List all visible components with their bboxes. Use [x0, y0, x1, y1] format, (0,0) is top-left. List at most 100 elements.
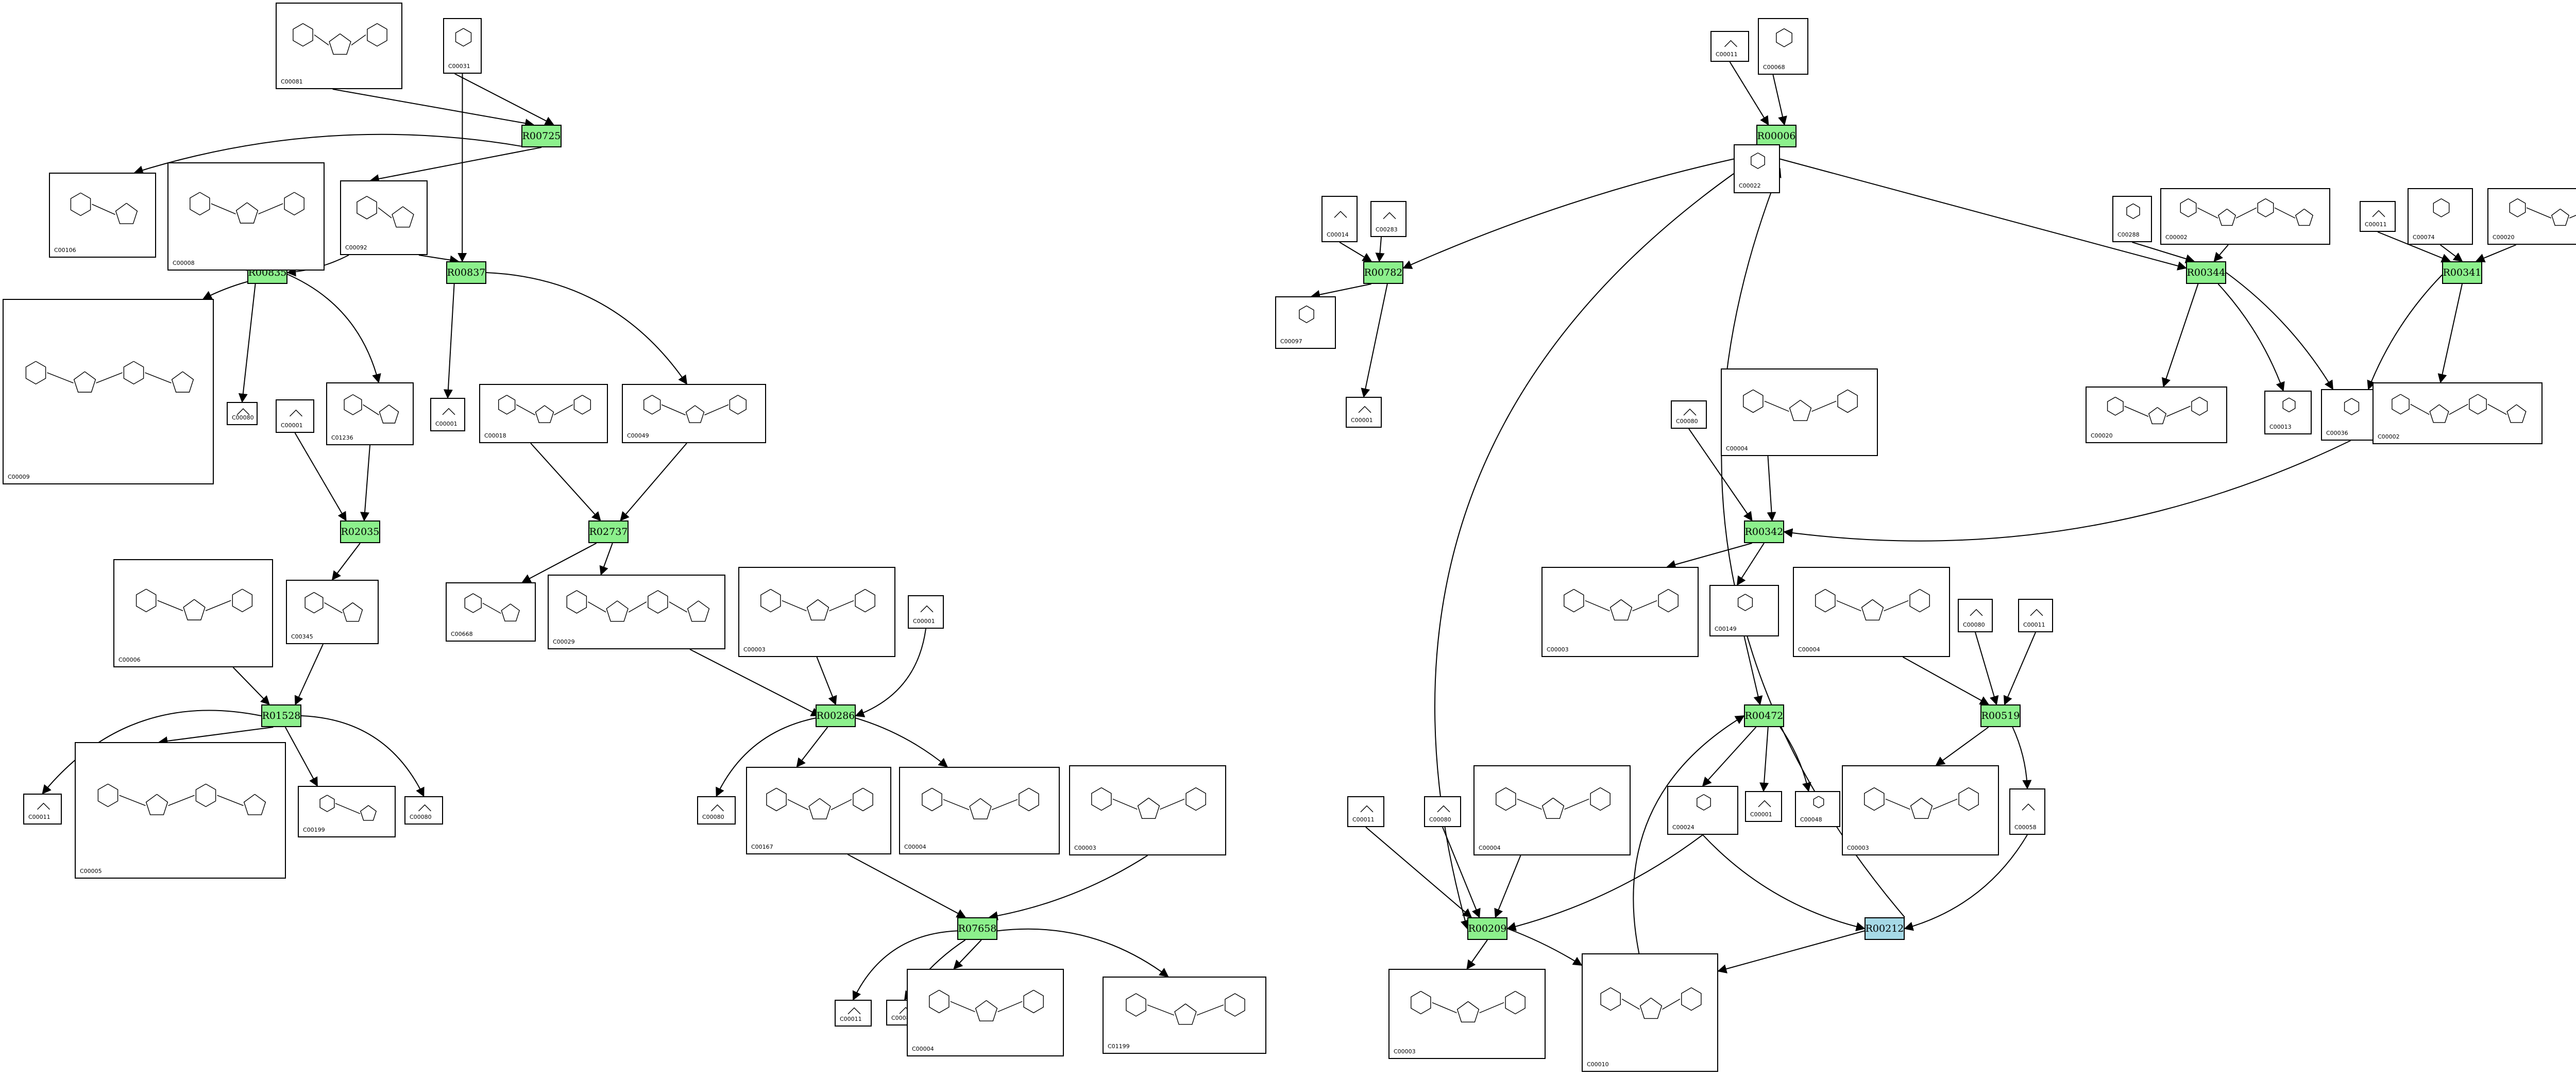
compound-node-C00022[interactable]: C00022 [1734, 144, 1780, 193]
edge-r11-to-c46 [2217, 283, 2285, 392]
compound-id-label: C00001 [913, 618, 935, 625]
compound-id-label: C00080 [410, 814, 432, 820]
compound-node-C00288[interactable]: C00288 [2112, 196, 2152, 242]
compound-id-label: C00009 [8, 474, 30, 480]
compound-node-C00003[interactable]: C00003 [1541, 567, 1699, 657]
compound-node-C00024[interactable]: C00024 [1667, 786, 1738, 835]
compound-id-label: C00003 [1847, 845, 1869, 851]
compound-node-C00097[interactable]: C00097 [1275, 296, 1336, 349]
compound-id-label: C00011 [1352, 816, 1375, 823]
compound-node-C00004[interactable]: C00004 [1793, 567, 1950, 657]
edge-r7-to-c24 [796, 727, 828, 768]
structure-drawing [1600, 987, 1702, 1019]
reaction-node-R02035[interactable]: R02035 [340, 520, 380, 543]
reaction-node-R02737[interactable]: R02737 [588, 520, 629, 543]
compound-node-C00005[interactable]: C00005 [75, 742, 286, 879]
reaction-node-R00212[interactable]: R00212 [1865, 917, 1905, 940]
compound-node-C00106[interactable]: C00106 [49, 173, 156, 258]
compound-node-C00004[interactable]: C00004 [1473, 765, 1631, 855]
compound-node-C00283[interactable]: C00283 [1370, 201, 1406, 237]
compound-node-C00080[interactable]: C00080 [1671, 400, 1707, 429]
compound-node-C01199[interactable]: C01199 [1103, 977, 1266, 1054]
compound-node-C00080[interactable]: C00080 [404, 796, 443, 825]
compound-node-C01236[interactable]: C01236 [326, 382, 414, 445]
compound-node-C00167[interactable]: C00167 [746, 767, 891, 854]
reaction-node-R00837[interactable]: R00837 [446, 261, 486, 284]
compound-node-C00029[interactable]: C00029 [548, 575, 725, 649]
compound-node-C00009[interactable]: C00009 [3, 299, 214, 484]
compound-node-C00020[interactable]: C00020 [2487, 188, 2576, 245]
compound-node-C00011[interactable]: C00011 [835, 1000, 872, 1027]
compound-node-C00004[interactable]: C00004 [907, 969, 1064, 1056]
compound-node-C00080[interactable]: C00080 [697, 796, 736, 825]
reaction-node-R00342[interactable]: R00342 [1744, 520, 1784, 543]
compound-node-C00004[interactable]: C00004 [899, 767, 1060, 854]
compound-node-C00068[interactable]: C00068 [1758, 18, 1808, 75]
compound-node-C00031[interactable]: C00031 [443, 18, 482, 74]
reaction-node-R00782[interactable]: R00782 [1363, 261, 1403, 284]
compound-node-C00003[interactable]: C00003 [1388, 969, 1546, 1059]
reaction-node-R00344[interactable]: R00344 [2186, 261, 2226, 284]
compound-node-C00080[interactable]: C00080 [227, 402, 258, 425]
structure-drawing [1743, 389, 1858, 421]
reaction-node-R00341[interactable]: R00341 [2442, 261, 2482, 284]
reaction-node-R00472[interactable]: R00472 [1744, 704, 1784, 727]
reaction-node-R00725[interactable]: R00725 [521, 125, 562, 147]
compound-node-C00001[interactable]: C00001 [1346, 397, 1382, 428]
compound-id-label: C00010 [1587, 1061, 1609, 1068]
compound-node-C00011[interactable]: C00011 [2360, 201, 2396, 232]
structure-drawing [1970, 609, 1983, 616]
compound-node-C00345[interactable]: C00345 [286, 580, 379, 644]
structure-drawing [1776, 28, 1792, 47]
compound-node-C00001[interactable]: C00001 [430, 398, 465, 431]
reaction-node-R00209[interactable]: R00209 [1467, 917, 1507, 940]
compound-node-C00081[interactable]: C00081 [276, 3, 402, 89]
compound-node-C00003[interactable]: C00003 [1069, 765, 1226, 855]
structure-drawing [1358, 406, 1371, 413]
compound-node-C00036[interactable]: C00036 [2321, 389, 2380, 441]
compound-node-C00001[interactable]: C00001 [276, 399, 314, 433]
edge-r15-to-c57 [1935, 727, 1989, 766]
edge-c50-to-r14 [1743, 636, 1763, 705]
compound-node-C00668[interactable]: C00668 [446, 582, 536, 642]
structure-drawing [304, 592, 363, 622]
structure-drawing [1683, 408, 1697, 416]
reaction-node-R00286[interactable]: R00286 [816, 704, 856, 727]
compound-node-C00011[interactable]: C00011 [23, 794, 62, 825]
reaction-node-R00519[interactable]: R00519 [1980, 704, 2021, 727]
compound-node-C00020[interactable]: C00020 [2086, 386, 2227, 443]
compound-node-C00011[interactable]: C00011 [1710, 31, 1749, 62]
compound-node-C00001[interactable]: C00001 [1745, 791, 1782, 822]
structure-drawing [1813, 796, 1824, 809]
compound-id-label: C00018 [484, 432, 506, 439]
compound-node-C00003[interactable]: C00003 [738, 567, 895, 657]
compound-node-C00080[interactable]: C00080 [1958, 599, 1993, 632]
compound-node-C00001[interactable]: C00001 [908, 595, 944, 629]
compound-node-C00002[interactable]: C00002 [2372, 382, 2543, 444]
compound-node-C00010[interactable]: C00010 [1582, 953, 1718, 1072]
compound-node-C00018[interactable]: C00018 [479, 384, 608, 443]
reaction-node-R07658[interactable]: R07658 [957, 917, 997, 940]
reaction-node-R00006[interactable]: R00006 [1756, 125, 1797, 147]
compound-node-C00006[interactable]: C00006 [113, 559, 273, 667]
compound-node-C00002[interactable]: C00002 [2160, 188, 2330, 245]
compound-node-C00092[interactable]: C00092 [340, 180, 428, 255]
compound-node-C00004[interactable]: C00004 [1721, 368, 1878, 456]
reaction-node-R01528[interactable]: R01528 [261, 704, 301, 727]
compound-node-C00048[interactable]: C00048 [1795, 791, 1840, 827]
compound-node-C00080[interactable]: C00080 [1424, 796, 1461, 827]
compound-node-C00011[interactable]: C00011 [1347, 796, 1384, 827]
compound-node-C00058[interactable]: C00058 [2009, 788, 2045, 835]
compound-id-label: C00004 [904, 844, 926, 850]
compound-node-C00011[interactable]: C00011 [2018, 599, 2053, 632]
compound-node-C00074[interactable]: C00074 [2408, 188, 2473, 245]
compound-node-C00008[interactable]: C00008 [167, 162, 325, 271]
compound-node-C00003[interactable]: C00003 [1842, 765, 1999, 855]
compound-id-label: C00004 [1798, 646, 1820, 653]
compound-node-C00199[interactable]: C00199 [298, 786, 396, 837]
compound-node-C00013[interactable]: C00013 [2264, 391, 2312, 434]
structure-drawing [1815, 589, 1930, 620]
compound-node-C00014[interactable]: C00014 [1321, 196, 1358, 242]
compound-node-C00049[interactable]: C00049 [622, 384, 766, 443]
compound-node-C00149[interactable]: C00149 [1709, 585, 1779, 636]
